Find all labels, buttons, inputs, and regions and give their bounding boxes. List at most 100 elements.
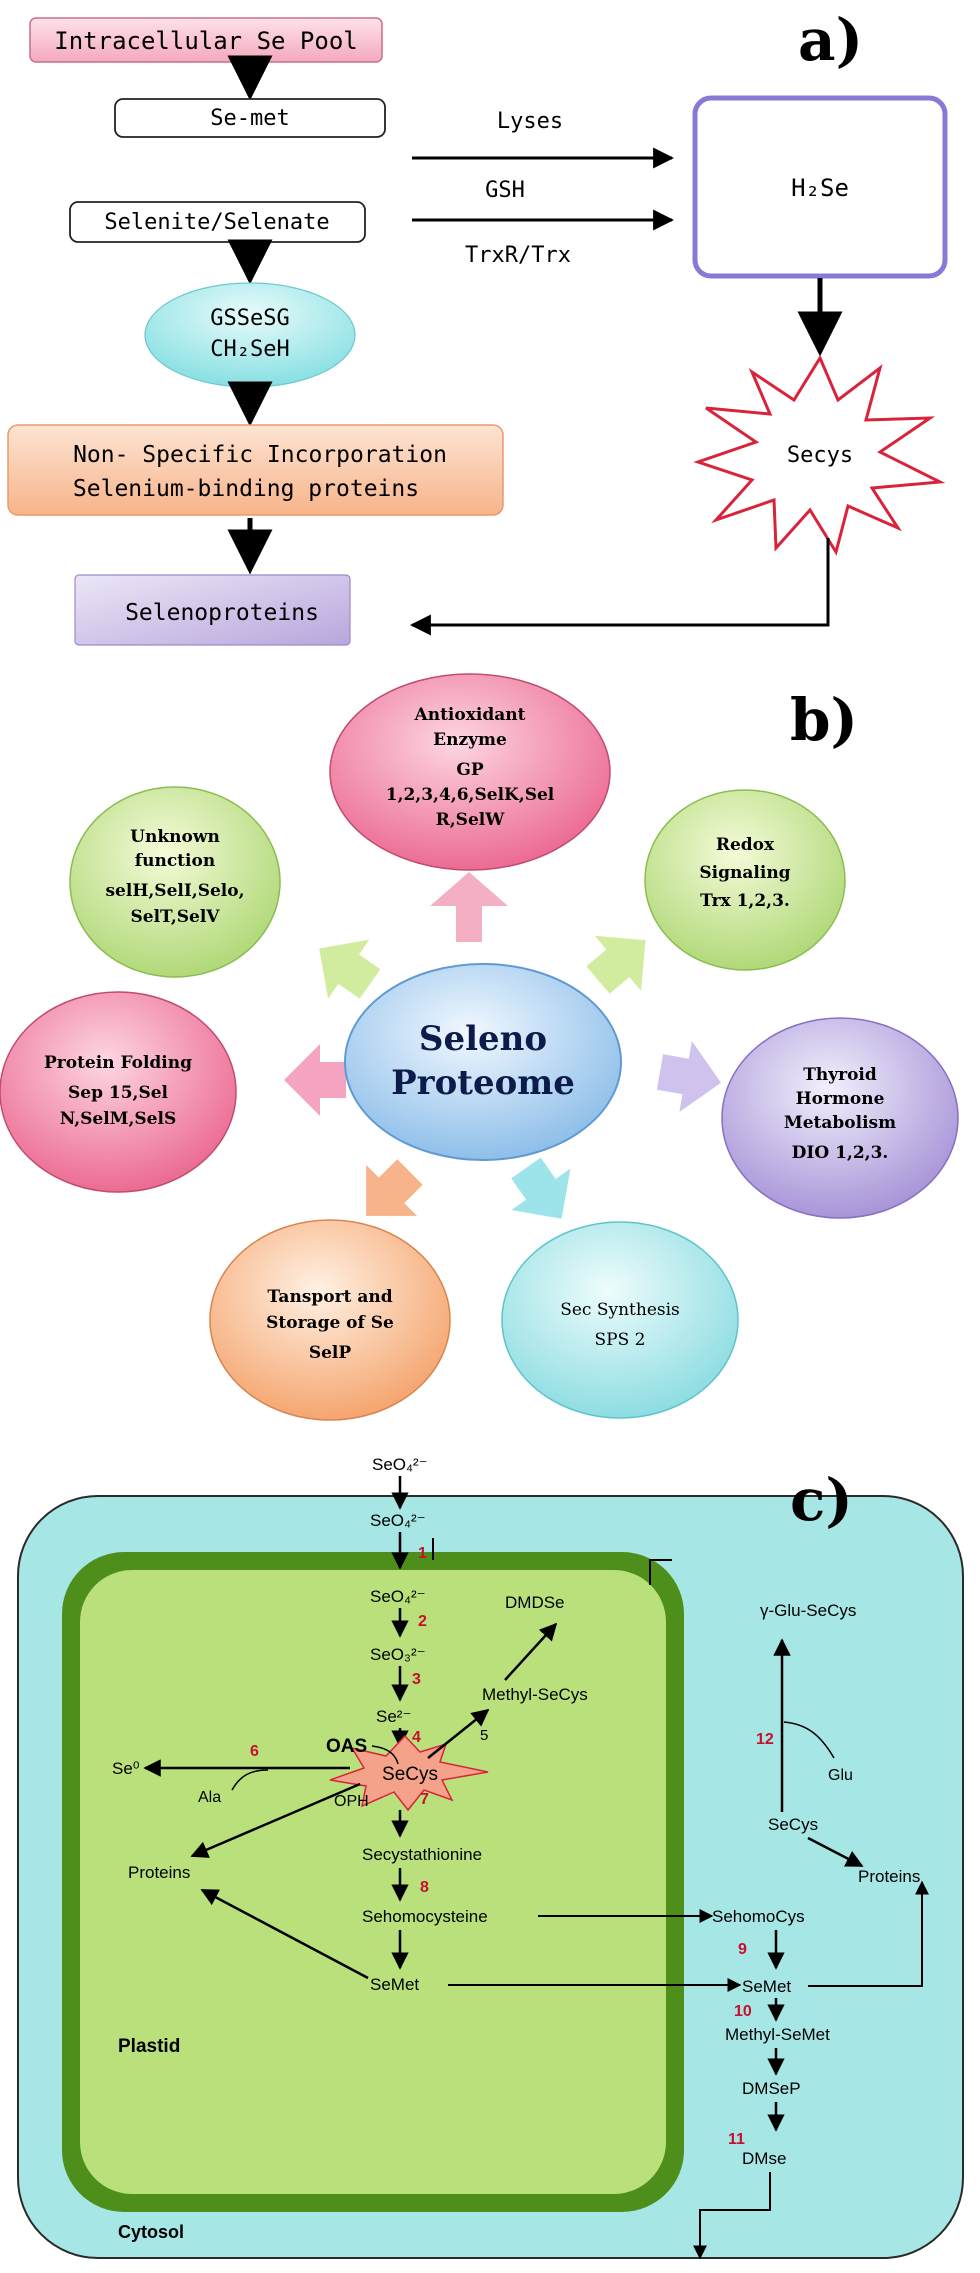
secys-star [693, 354, 946, 556]
thyroid-ellipse [721, 1017, 959, 1219]
se-pool-text: Intracellular Se Pool [54, 27, 357, 55]
nonspecific-line1: Non- Specific Incorporation [73, 442, 447, 468]
arrow-dmse-export [693, 2172, 771, 2260]
arrow-secys-proteins-cyt [807, 1836, 864, 1868]
arrow-secys-proteins [190, 1782, 361, 1858]
seo4-2: SeO₄²⁻ [370, 1511, 426, 1530]
arrow-to-thyroid [656, 1041, 722, 1112]
panel-a-label: a) [798, 6, 863, 74]
se-pool-box [29, 17, 383, 63]
methyl-secys: Methyl-SeCys [482, 1685, 588, 1704]
proteins-cyt: Proteins [858, 1867, 920, 1886]
arrow-to-redox [586, 935, 646, 994]
sehomocys-cyt: SehomoCys [712, 1907, 805, 1926]
redox-ellipse [644, 789, 846, 971]
gssesg-line1: GSSeSG [210, 306, 289, 331]
glu-curve [783, 1721, 835, 1759]
secys-cyt: SeCys [768, 1815, 818, 1834]
num-1: 1 [418, 1545, 427, 1562]
thyroid-line3: Metabolism [784, 1113, 896, 1133]
dmsep: DMSeP [742, 2079, 801, 2098]
semet-text: Se-met [210, 106, 289, 131]
secsynth-line2: SPS 2 [595, 1330, 646, 1350]
folding-line1: Protein Folding [44, 1053, 192, 1073]
thyroid-line2: Hormone [796, 1089, 885, 1109]
se0-label: Se⁰ [112, 1759, 140, 1778]
arrow-to-secsynth [511, 1157, 571, 1219]
thyroid-line1: Thyroid [803, 1065, 877, 1085]
glu-label: Glu [828, 1767, 853, 1784]
seo4-top: SeO₄²⁻ [372, 1455, 428, 1474]
secsynth-ellipse [501, 1221, 739, 1419]
redox-line2: Signaling [699, 863, 790, 883]
arrow-secys-selenoproteins [409, 538, 830, 636]
panel-c: c) SeO₄²⁻ SeO₄²⁻ 1 SeO₄²⁻ 2 SeO₃²⁻ 3 Se²… [17, 1455, 964, 2260]
plastid-inner [80, 1570, 666, 2194]
arrow-to-transport [366, 1159, 423, 1216]
secystathionine: Secystathionine [362, 1845, 482, 1864]
secys-text: Secys [787, 443, 853, 468]
center-line1: Seleno [419, 1019, 547, 1059]
secys-c: SeCys [382, 1764, 438, 1785]
sehomocysteine: Sehomocysteine [362, 1907, 488, 1926]
antioxidant-line5: R,SelW [436, 810, 506, 830]
antioxidant-ellipse [329, 673, 611, 871]
seo3: SeO₃²⁻ [370, 1645, 426, 1664]
thyroid-line4: DIO 1,2,3. [792, 1143, 889, 1163]
transport-line3: SelP [309, 1343, 352, 1363]
h2se-box [692, 95, 948, 279]
transport-line2: Storage of Se [266, 1313, 394, 1333]
panel-b-label: b) [790, 686, 858, 754]
selenoproteins-text: Selenoproteins [125, 600, 319, 626]
lyses-label: Lyses [497, 109, 563, 134]
folding-line2: Sep 15,Sel [68, 1083, 169, 1103]
transport-ellipse [209, 1219, 451, 1421]
gssesg-ellipse [144, 282, 356, 388]
unknown-line2: function [135, 851, 215, 871]
plastid-export-marker [649, 1559, 672, 1585]
num-10: 10 [734, 2003, 752, 2020]
unknown-ellipse [69, 786, 281, 978]
seo4-3: SeO₄²⁻ [370, 1587, 426, 1606]
secys-star-c [329, 1734, 489, 1812]
gssesg-line2: CH₂SeH [210, 337, 289, 362]
redox-line3: Trx 1,2,3. [700, 891, 790, 911]
antioxidant-line1: Antioxidant [414, 705, 526, 725]
num-3: 3 [412, 1671, 421, 1688]
arrow-secys-methylsecys [427, 1708, 490, 1759]
unknown-line1: Unknown [130, 827, 220, 847]
unknown-line3: selH,SelI,Selo, [105, 881, 244, 901]
nonspecific-line2: Selenium-binding proteins [73, 476, 419, 502]
arrow-to-unknown [319, 939, 381, 999]
nonspecific-box [7, 424, 504, 516]
antioxidant-line4: 1,2,3,4,6,SelK,Sel [386, 785, 555, 805]
unknown-line4: SelT,SelV [131, 907, 221, 927]
num-5: 5 [480, 1727, 488, 1744]
ala-curve [231, 1769, 269, 1791]
num-9: 9 [738, 1941, 747, 1958]
methyl-semet: Methyl-SeMet [725, 2025, 830, 2044]
num-2: 2 [418, 1613, 427, 1630]
semet-box [114, 98, 386, 138]
semet-plastid: SeMet [370, 1975, 419, 1994]
antioxidant-line2: Enzyme [433, 730, 507, 750]
selenite-text: Selenite/Selenate [104, 210, 329, 235]
arrow-semet-proteins [200, 1888, 369, 1980]
redox-line1: Redox [716, 835, 775, 855]
num-4: 4 [412, 1729, 421, 1746]
arrow-semet-proteins-cyt [808, 1880, 929, 1987]
num-6: 6 [250, 1743, 259, 1760]
num-12: 12 [756, 1731, 774, 1748]
secsynth-line1: Sec Synthesis [560, 1300, 680, 1320]
gglu-secys: γ-Glu-SeCys [760, 1601, 856, 1620]
selenite-box [69, 201, 366, 243]
num-8: 8 [420, 1879, 429, 1896]
antioxidant-line3: GP [456, 760, 484, 780]
proteins-plastid: Proteins [128, 1863, 190, 1882]
semet-cyt: SeMet [742, 1977, 791, 1996]
num-7: 7 [420, 1791, 429, 1808]
center-ellipse [344, 963, 622, 1161]
h2se-text: H₂Se [791, 174, 849, 202]
oas-label: OAS [326, 1736, 367, 1757]
arrow-to-antioxidant [430, 872, 508, 942]
